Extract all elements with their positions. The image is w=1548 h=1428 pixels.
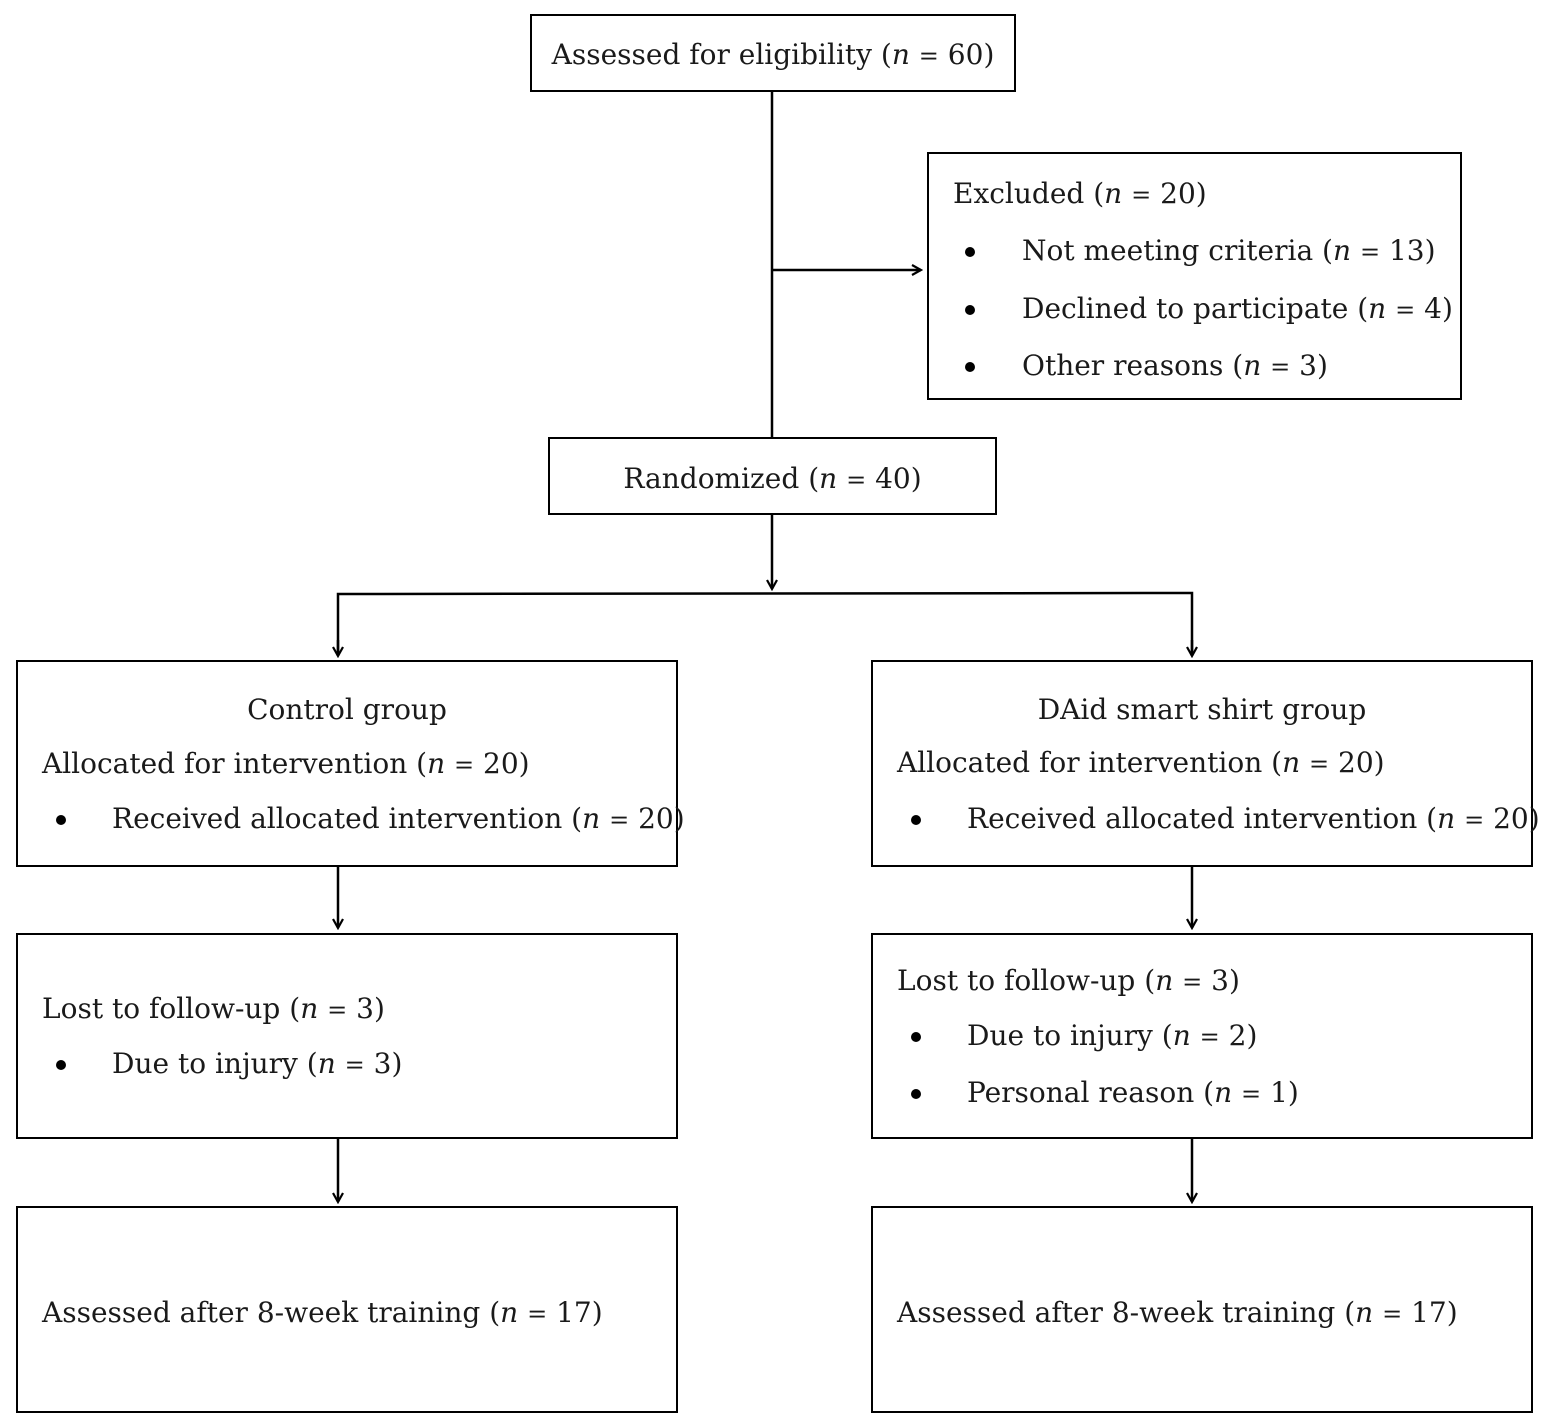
control-group-title: Control group <box>247 693 447 726</box>
control-assessed-box: Assessed after 8-week training (n = 17) <box>16 1206 678 1413</box>
excluded-item: Other reasons (n = 3) <box>1022 349 1328 382</box>
excluded-box: Excluded (n = 20) Not meeting criteria (… <box>927 152 1462 400</box>
control-assessed-text: Assessed after 8-week training (n = 17) <box>42 1296 603 1329</box>
excluded-heading: Excluded (n = 20) <box>953 177 1207 210</box>
bullet-icon <box>965 247 975 257</box>
control-received-text: Received allocated intervention (n = 20) <box>112 802 685 835</box>
assessed-text: Assessed for eligibility (n = 60) <box>551 38 995 71</box>
control-followup-box: Lost to follow-up (n = 3) Due to injury … <box>16 933 678 1139</box>
randomized-text: Randomized (n = 40) <box>623 462 922 495</box>
bullet-icon <box>56 1060 66 1070</box>
bullet-icon <box>56 815 66 825</box>
daid-lost-text: Lost to follow-up (n = 3) <box>897 964 1240 997</box>
daid-allocated-text: Allocated for intervention (n = 20) <box>897 746 1385 779</box>
control-lost-text: Lost to follow-up (n = 3) <box>42 992 385 1025</box>
daid-allocation-box: DAid smart shirt group Allocated for int… <box>871 660 1540 867</box>
branch-line <box>336 591 1194 655</box>
daid-injury-text: Due to injury (n = 2) <box>967 1019 1258 1052</box>
excluded-item: Declined to participate (n = 4) <box>1022 292 1453 325</box>
excluded-item: Not meeting criteria (n = 13) <box>1022 234 1436 267</box>
assessed-box: Assessed for eligibility (n = 60) <box>530 14 1016 92</box>
daid-assessed-text: Assessed after 8-week training (n = 17) <box>897 1296 1458 1329</box>
control-allocated-text: Allocated for intervention (n = 20) <box>42 747 530 780</box>
bullet-icon <box>911 1032 921 1042</box>
bullet-icon <box>965 362 975 372</box>
bullet-icon <box>911 815 921 825</box>
control-injury-text: Due to injury (n = 3) <box>112 1047 403 1080</box>
daid-personal-text: Personal reason (n = 1) <box>967 1076 1299 1109</box>
daid-group-title: DAid smart shirt group <box>1037 693 1367 726</box>
bullet-icon <box>911 1089 921 1099</box>
randomized-box: Randomized (n = 40) <box>548 437 997 515</box>
control-allocation-box: Control group Allocated for intervention… <box>16 660 685 867</box>
daid-followup-box: Lost to follow-up (n = 3) Due to injury … <box>871 933 1533 1139</box>
daid-assessed-box: Assessed after 8-week training (n = 17) <box>871 1206 1533 1413</box>
daid-received-text: Received allocated intervention (n = 20) <box>967 802 1540 835</box>
bullet-icon <box>965 305 975 315</box>
